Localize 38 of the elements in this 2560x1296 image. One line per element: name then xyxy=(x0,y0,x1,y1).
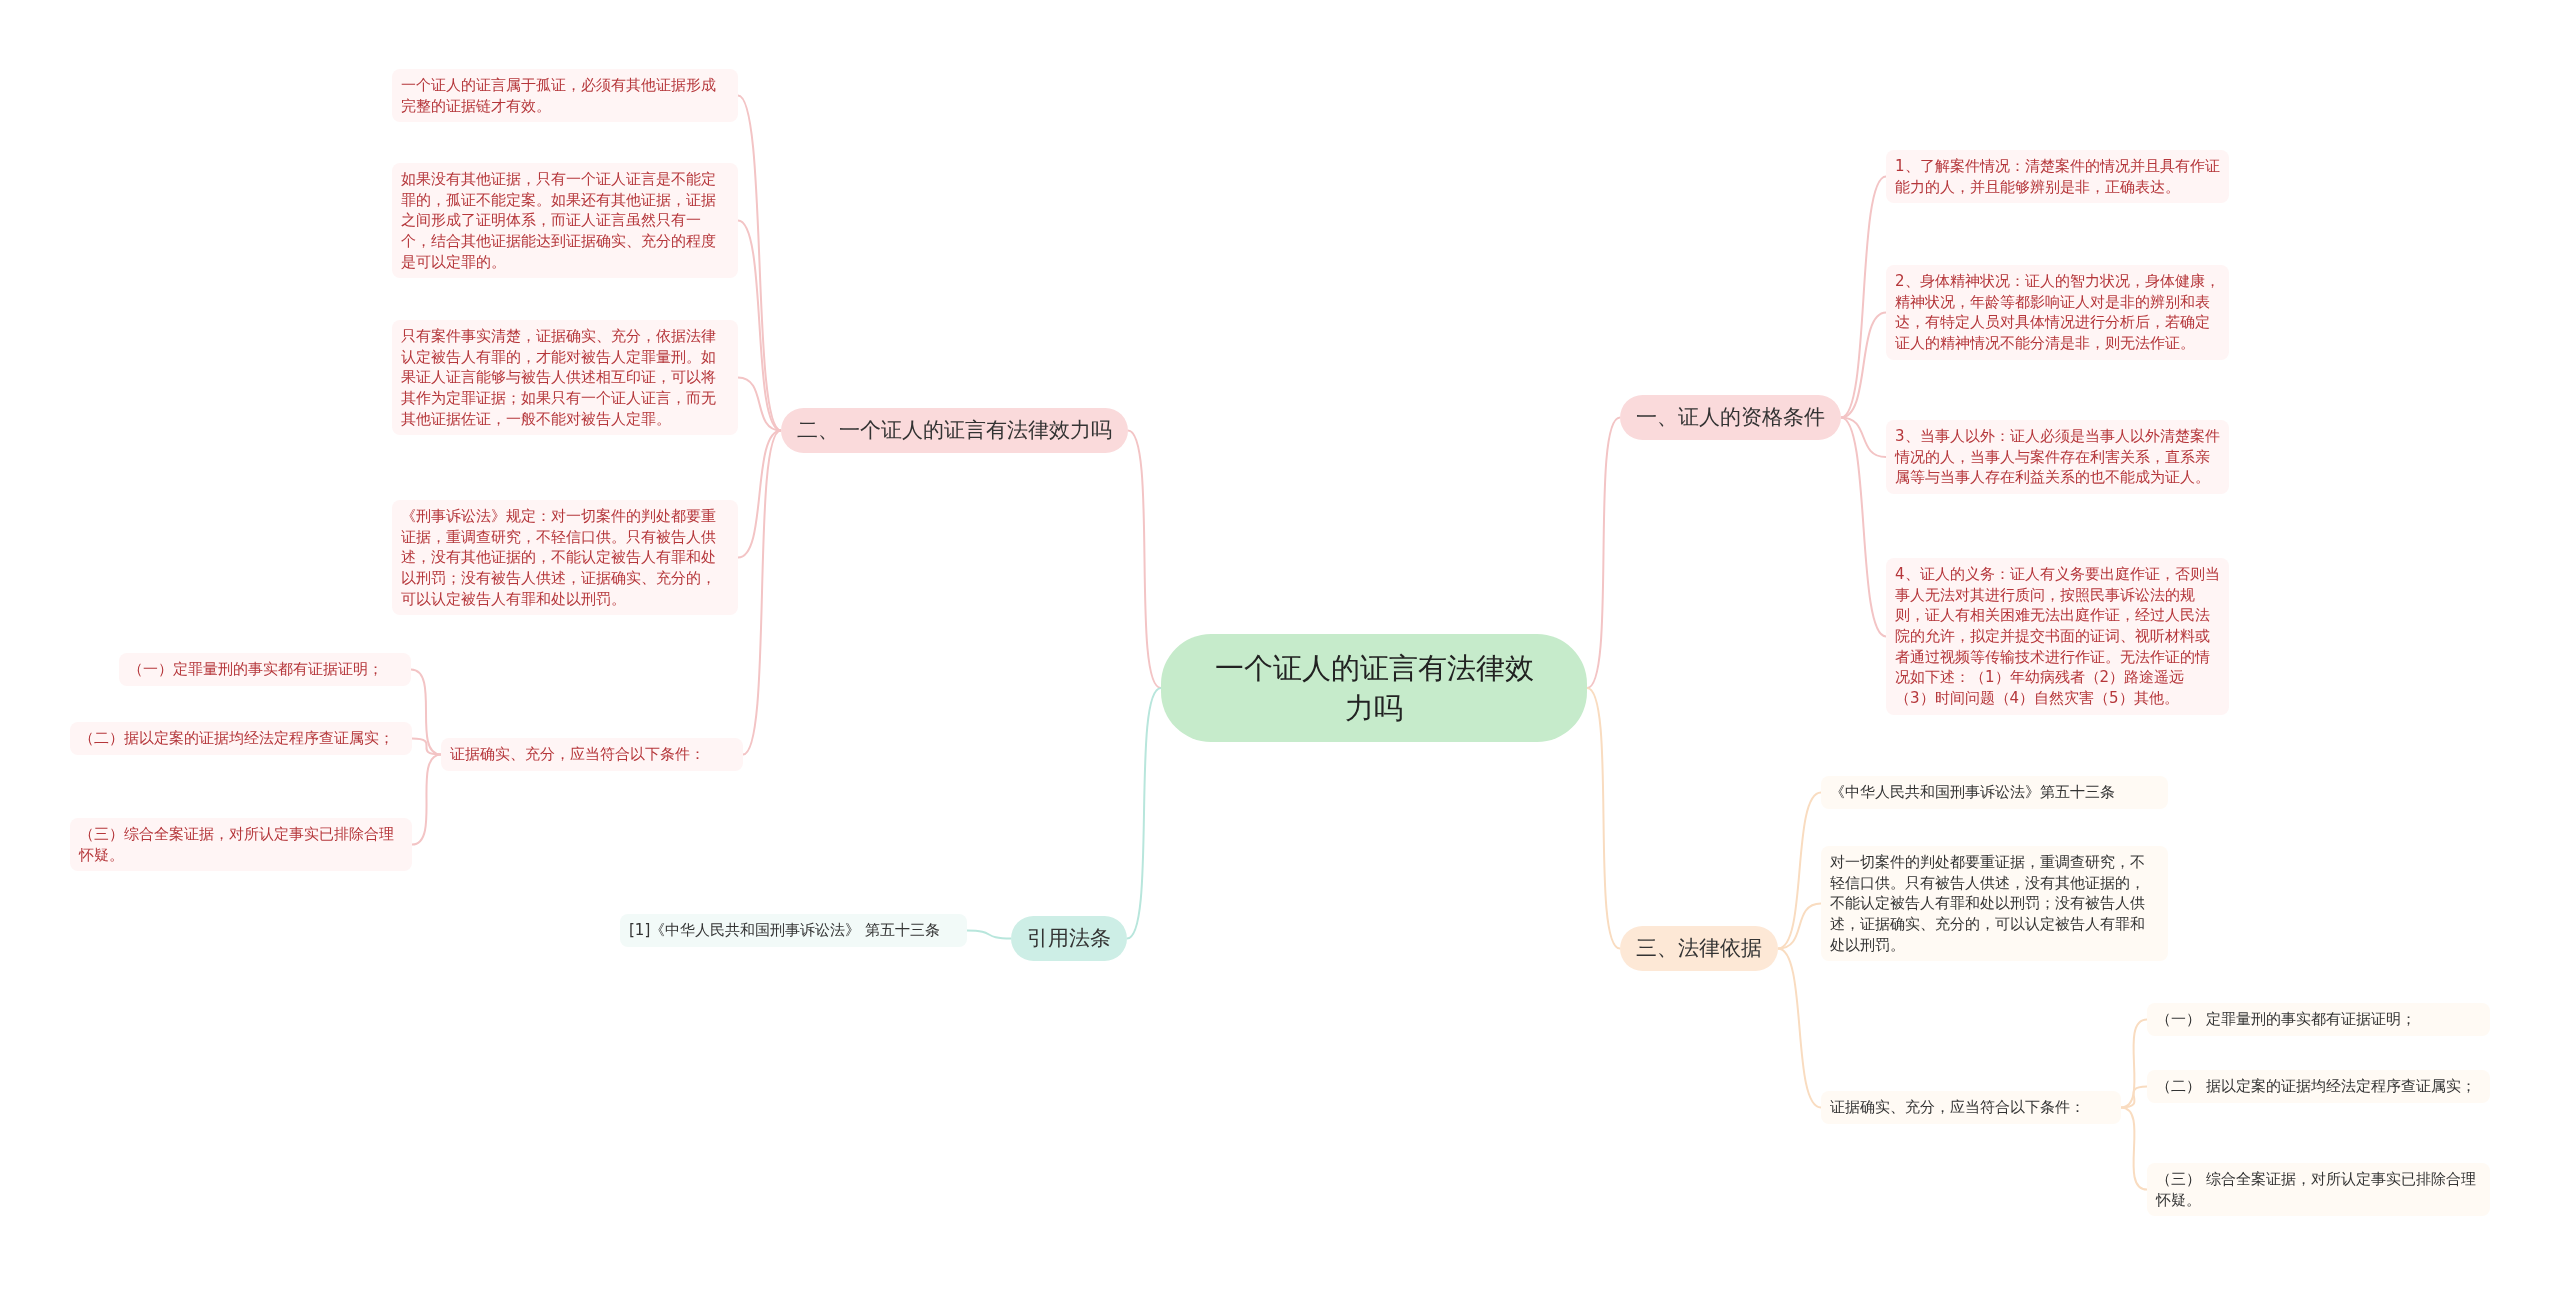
note-card: 一个证人的证言属于孤证，必须有其他证据形成完整的证据链才有效。 xyxy=(392,69,738,123)
note-card: 《刑事诉讼法》规定：对一切案件的判处都要重证据，重调查研究，不轻信口供。只有被告人供述，没有其他证据的，不能认定被告人有罪和处以刑罚；没有被告人供述，证据确实、充分的，可以认定被告人有罪和处以刑罚。 xyxy=(392,500,738,616)
connector-line xyxy=(411,753,442,846)
note-card: 只有案件事实清楚，证据确实、充分，依据法律认定被告人有罪的，才能对被告人定罪量刑。如果证人证言能够与被告人供述相互印证，可以将其作为定罪证据；如果只有一个证人证言，而无其他证据佐证，一般不能对被告人定罪。 xyxy=(392,320,738,436)
connector-line xyxy=(966,929,1012,940)
note-card: 3、当事人以外：证人必须是当事人以外清楚案件情况的人，当事人与案件存在利害关系，直系亲属等与当事人存在利益关系的也不能成为证人。 xyxy=(1886,420,2229,495)
note-card: 4、证人的义务：证人有义务要出庭作证，否则当事人无法对其进行质问，按照民事诉讼法的规则，证人有相关困难无法出庭作证，经过人民法院的允许，拟定并提交书面的证词、视听材料或者通过视频等传输技术进行作证。无法作证的情况如下述：（1）年幼病残者（2）路途遥远（3）时间问题（4）自然灾害（5）其他。 xyxy=(1886,558,2229,715)
note-card: （一）定罪量刑的事实都有证据证明； xyxy=(119,653,411,686)
connector-line xyxy=(411,737,442,756)
connector-line xyxy=(1586,416,1621,689)
note-card: 证据确实、充分，应当符合以下条件： xyxy=(441,738,743,771)
note-card: （三） 综合全案证据，对所认定事实已排除合理怀疑。 xyxy=(2147,1163,2490,1217)
connector-line xyxy=(1586,687,1621,950)
connector-line xyxy=(737,94,782,432)
branch-topic: 三、法律依据 xyxy=(1620,926,1778,971)
connector-line xyxy=(1777,902,1822,950)
connector-line xyxy=(2120,1106,2148,1191)
connector-line xyxy=(1777,947,1822,1109)
note-card: （二）据以定案的证据均经法定程序查证属实； xyxy=(70,722,412,755)
connector-line xyxy=(1840,416,1887,638)
branch-topic: 引用法条 xyxy=(1011,916,1127,961)
note-card: 对一切案件的判处都要重证据，重调查研究，不轻信口供。只有被告人供述，没有其他证据的，不能认定被告人有罪和处以刑罚；没有被告人供述，证据确实、充分的，可以认定被告人有罪和处以刑罚。 xyxy=(1821,846,2168,962)
branch-topic: 一、证人的资格条件 xyxy=(1620,395,1841,440)
connector-line xyxy=(742,429,782,756)
note-card: 2、身体精神状况：证人的智力状况，身体健康，精神状况，年龄等都影响证人对是非的辨别和表达，有特定人员对具体情况进行分析后，若确定证人的精神情况不能分清是非，则无法作证。 xyxy=(1886,265,2229,360)
note-card: 《中华人民共和国刑事诉讼法》第五十三条 xyxy=(1821,776,2168,809)
note-card: 证据确实、充分，应当符合以下条件： xyxy=(1821,1091,2121,1124)
note-card: （一） 定罪量刑的事实都有证据证明； xyxy=(2147,1003,2490,1036)
connector-line xyxy=(1127,429,1162,689)
central-topic: 一个证人的证言有法律效力吗 xyxy=(1161,634,1587,743)
note-card: （二） 据以定案的证据均经法定程序查证属实； xyxy=(2147,1070,2490,1103)
note-card: 如果没有其他证据，只有一个证人证言是不能定罪的，孤证不能定案。如果还有其他证据，证据之间形成了证明体系，而证人证言虽然只有一个，结合其他证据能达到证据确实、充分的程度是可以定罪的。 xyxy=(392,163,738,279)
connector-line xyxy=(2120,1085,2148,1109)
note-card: （三）综合全案证据，对所认定事实已排除合理怀疑。 xyxy=(70,818,412,872)
connector-line xyxy=(1126,687,1162,940)
branch-topic: 二、一个证人的证言有法律效力吗 xyxy=(781,408,1128,453)
note-card: 1、了解案件情况：清楚案件的情况并且具有作证能力的人，并且能够辨别是非，正确表达。 xyxy=(1886,150,2229,204)
note-card: [1]《中华人民共和国刑事诉讼法》 第五十三条 xyxy=(620,914,967,947)
